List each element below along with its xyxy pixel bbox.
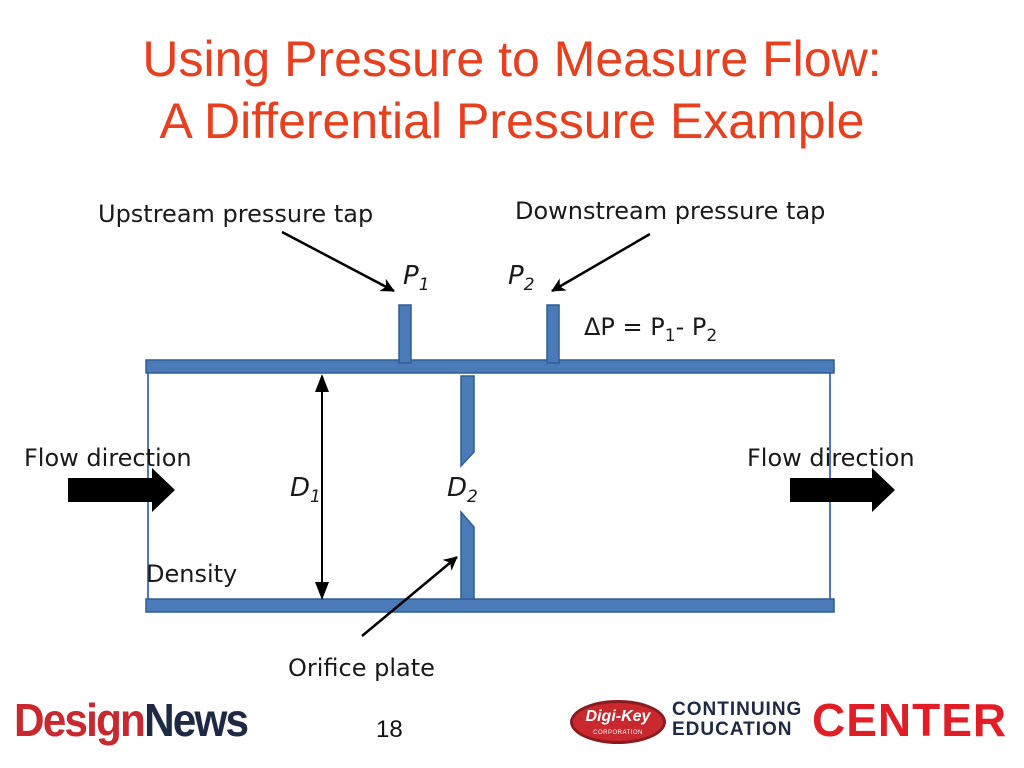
d2-label: D2	[447, 473, 478, 507]
ce-line-2: EDUCATION	[672, 719, 793, 740]
delta-p-equation: ΔP = P1- P2	[584, 313, 717, 346]
flow-direction-left-label: Flow direction	[24, 444, 192, 472]
orifice-plate-bottom	[460, 509, 475, 600]
d1-arrow-up	[315, 374, 329, 392]
downstream-tap	[546, 304, 560, 364]
designnews-logo: DesignNews	[14, 693, 249, 747]
flow-direction-right-label: Flow direction	[747, 444, 915, 472]
digikey-corporation: CORPORATION	[593, 730, 643, 736]
pipe-body	[147, 366, 831, 608]
p2-label: P2	[508, 261, 535, 295]
digikey-logo: Digi-Key CORPORATION	[570, 700, 666, 744]
upstream-tap-label: Upstream pressure tap	[98, 200, 373, 228]
center-word: CENTER	[812, 694, 1008, 746]
ce-line-1: CONTINUING	[672, 699, 803, 720]
pipe-bottom-wall	[145, 598, 835, 613]
downstream-tap-label: Downstream pressure tap	[515, 197, 825, 225]
density-label: Density	[146, 560, 237, 588]
digikey-brand: Digi-Key	[585, 708, 651, 725]
d1-label: D1	[290, 473, 321, 507]
orifice-pointer-arrow	[361, 556, 458, 637]
flow-arrow-right	[790, 468, 895, 512]
title-line-1: Using Pressure to Measure Flow:	[142, 31, 882, 87]
downstream-pointer-arrow	[551, 232, 651, 293]
logo-design-word: Design	[14, 694, 146, 746]
upstream-pointer-arrow	[281, 230, 395, 293]
p1-label: P1	[403, 261, 430, 295]
d1-arrow-down	[315, 582, 329, 600]
flow-arrow-left	[68, 468, 175, 512]
title-line-2: A Differential Pressure Example	[159, 93, 865, 149]
page-number: 18	[376, 716, 403, 743]
continuing-education-text: CONTINUING EDUCATION	[672, 700, 802, 740]
orifice-plate-label: Orifice plate	[288, 654, 435, 682]
pipe-top-wall	[145, 359, 835, 374]
upstream-tap	[398, 304, 412, 364]
logo-news-word: News	[144, 694, 249, 746]
slide-title: Using Pressure to Measure Flow: A Differ…	[0, 28, 1024, 152]
orifice-plate-top	[460, 375, 475, 468]
